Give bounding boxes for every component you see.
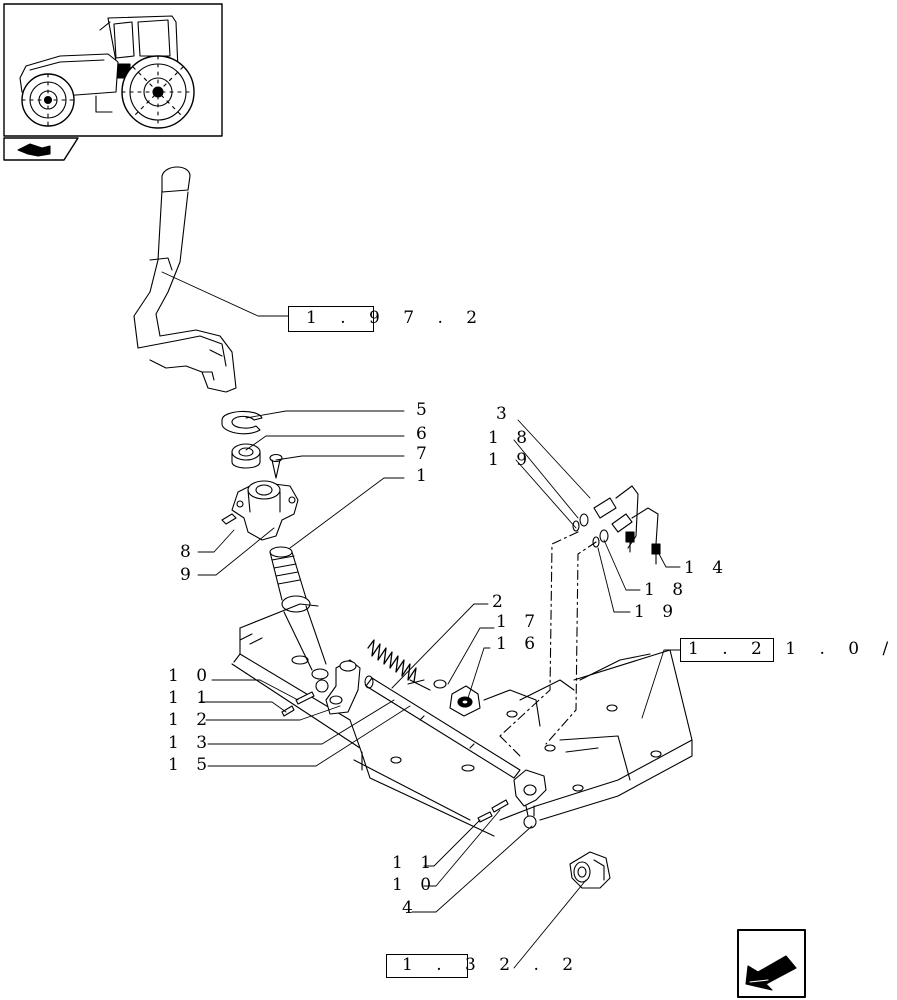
wrench-book-icon [3, 137, 79, 161]
screw-7 [269, 453, 283, 479]
selector-shaft-13 [364, 675, 521, 779]
reference-box-bracket[interactable] [386, 954, 468, 978]
reference-handle[interactable]: 1 . 9 7 . 2 [306, 308, 487, 328]
callout-10-lower: 1 0 [392, 875, 438, 895]
callout-14: 1 4 [684, 558, 730, 578]
selector-lever-12 [325, 659, 361, 715]
callout-18-lower: 1 8 [644, 580, 690, 600]
callout-3: 3 [496, 404, 513, 424]
selector-shaft-1 [269, 546, 329, 693]
callout-16: 1 6 [496, 634, 542, 654]
sensor-wire-routing [499, 531, 597, 757]
callout-8: 8 [180, 542, 197, 562]
reference-bracket[interactable]: 1 . 3 2 . 2 [402, 955, 583, 975]
callout-13: 1 3 [168, 733, 214, 753]
tractor-thumbnail-icon [3, 3, 223, 137]
callout-11-lower: 1 1 [392, 853, 438, 873]
callout-19-upper: 1 9 [488, 450, 534, 470]
seal-washers-18-19 [572, 513, 609, 548]
pin-8 [221, 513, 237, 525]
fork-lever-4 [513, 769, 547, 829]
exploded-view-drawing [3, 3, 806, 998]
callout-11-upper: 1 1 [168, 688, 214, 708]
callout-6: 6 [416, 424, 433, 444]
callout-2: 2 [492, 592, 509, 612]
gear-lever-handle [133, 166, 237, 393]
callout-7: 7 [416, 444, 433, 464]
bushing-6 [231, 443, 261, 469]
callout-1: 1 [416, 466, 433, 486]
sensor-switch-14 [593, 485, 661, 565]
callout-4: 4 [402, 898, 419, 918]
parts-diagram-page: 1 . 9 7 . 2 1 . 2 1 . 0 / 1 . 3 2 . 2 5 … [3, 3, 889, 998]
callout-17: 1 7 [496, 612, 542, 632]
callout-19-lower: 1 9 [634, 602, 680, 622]
pin-10-lower [491, 799, 509, 813]
spring-2 [367, 639, 417, 683]
gearbox-top-plate [231, 603, 693, 837]
bracket-part [569, 851, 611, 889]
circlip-5 [221, 410, 263, 435]
next-page-arrow-icon [737, 929, 806, 998]
reference-box-frame[interactable] [680, 638, 774, 662]
callout-5: 5 [416, 400, 433, 420]
pin-10 [295, 691, 315, 705]
reference-box-handle[interactable] [288, 306, 374, 332]
callout-12: 1 2 [168, 710, 214, 730]
callout-15: 1 5 [168, 755, 214, 775]
lever-support-9 [231, 480, 299, 541]
callout-10-upper: 1 0 [168, 666, 214, 686]
callout-9: 9 [180, 565, 197, 585]
pin-11 [281, 705, 295, 717]
callout-18-upper: 1 8 [488, 428, 534, 448]
reference-frame[interactable]: 1 . 2 1 . 0 / [688, 639, 897, 659]
collar-17 [407, 679, 447, 691]
leader-lines [161, 271, 681, 969]
bushing-16 [449, 685, 481, 717]
